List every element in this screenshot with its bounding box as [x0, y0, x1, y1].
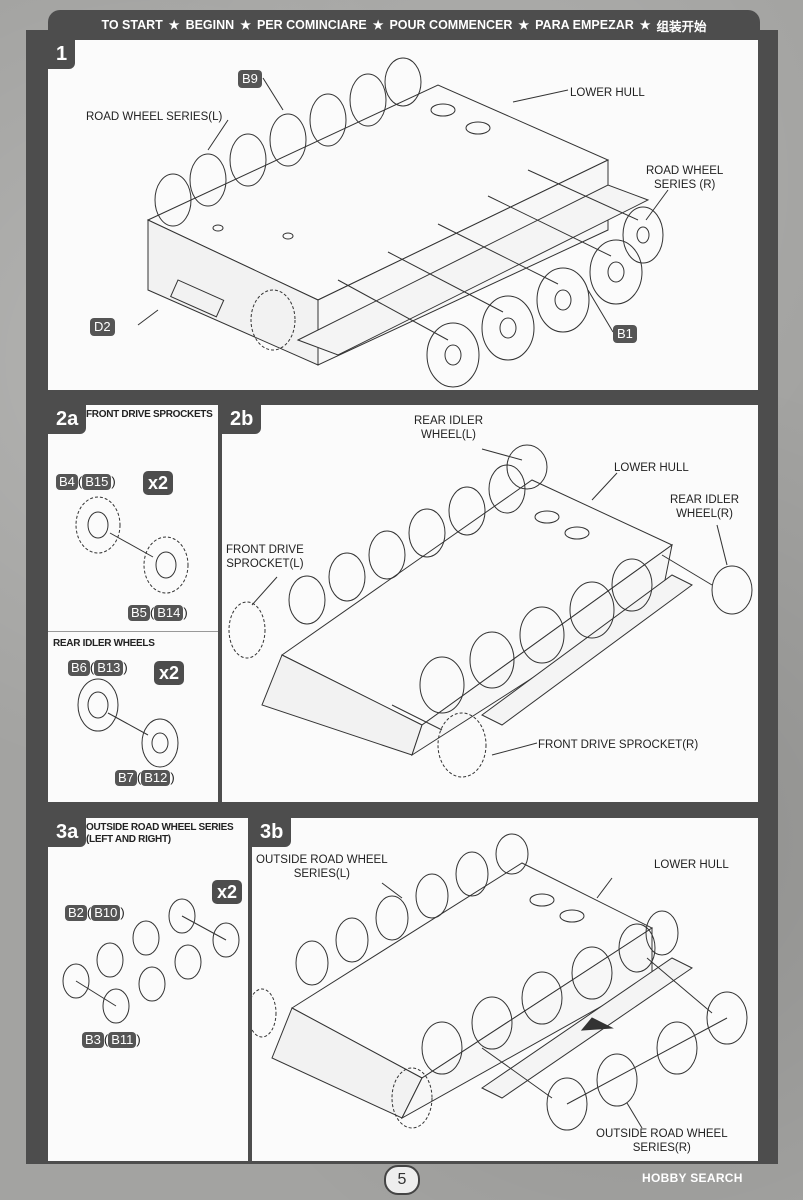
quantity-badge: x2 [143, 471, 174, 495]
step-number: 3b [252, 818, 292, 847]
part-pair-b6-b13: B6(B13) [68, 659, 128, 677]
part-pair-b4-b15: B4(B15) [56, 473, 116, 491]
label-lower-hull: LOWER HULL [570, 87, 645, 99]
step-number: 3a [48, 818, 87, 847]
part-b10: B10 [91, 905, 121, 921]
part-b5: B5 [128, 605, 150, 621]
part-pair-b7-b12: B7(B12) [115, 769, 175, 787]
star-icon: ★ [240, 18, 251, 32]
part-label-b9: B9 [238, 70, 262, 88]
hull-diagram-step1 [137, 57, 669, 388]
label-outside-road-wheel-series-l: OUTSIDE ROAD WHEEL SERIES(L) [256, 854, 388, 880]
sprocket-diagram [75, 496, 189, 768]
star-icon: ★ [518, 18, 530, 32]
header-bar: TO START ★ BEGINN ★ PER COMINCIARE ★ POUR C… [48, 10, 760, 40]
part-pair-b3-b11: B3(B11) [82, 1031, 141, 1049]
quantity-badge: x2 [212, 880, 243, 904]
step2a-panel: 2a FRONT DRIVE SPROCKETS B4(B15) x2 B5(B… [48, 405, 218, 802]
step-number: 1 [48, 40, 76, 69]
header-item: PARA EMPEZAR [535, 18, 634, 32]
header-item: 组装开始 [656, 19, 707, 34]
label-lower-hull: LOWER HULL [614, 462, 689, 474]
part-b7: B7 [115, 770, 137, 786]
part-b3: B3 [82, 1032, 104, 1048]
part-label-d2: D2 [90, 318, 115, 336]
part-b4: B4 [56, 474, 78, 490]
star-icon: ★ [168, 18, 180, 32]
label-lower-hull: LOWER HULL [654, 859, 729, 871]
label-front-drive-sprocket-l: FRONT DRIVE SPROCKET(L) [226, 544, 304, 570]
label-front-drive-sprocket-r: FRONT DRIVE SPROCKET(R) [538, 739, 699, 751]
label-road-wheel-series-l: ROAD WHEEL SERIES(L) [86, 111, 223, 123]
step1-panel: 1 [48, 40, 758, 390]
star-icon: ★ [372, 18, 384, 32]
header-item: TO START [101, 18, 163, 32]
rear-idler-wheels-title: REAR IDLER WHEELS [53, 638, 155, 649]
hull-diagram-step3b [252, 833, 748, 1131]
step-number: 2b [222, 405, 262, 434]
hull-diagram-step2b [228, 444, 753, 778]
step3a-panel: 3a OUTSIDE ROAD WHEEL SERIES (LEFT AND R… [48, 818, 248, 1161]
quantity-badge: x2 [154, 661, 185, 685]
part-b14: B14 [154, 605, 184, 621]
part-b15: B15 [82, 474, 112, 490]
part-b11: B11 [108, 1032, 137, 1048]
step-number: 2a [48, 405, 87, 434]
label-road-wheel-series-r: ROAD WHEEL SERIES (R) [646, 165, 724, 191]
part-b13: B13 [94, 660, 124, 676]
part-pair-b5-b14: B5(B14) [128, 604, 188, 622]
part-label-b1: B1 [613, 325, 637, 343]
step3b-panel: 3b OUTSIDE ROAD WHEEL SERIES [252, 818, 758, 1161]
road-wheel-diagram [62, 898, 240, 1024]
header-item: POUR COMMENCER [389, 18, 513, 32]
part-b6: B6 [68, 660, 90, 676]
step2b-panel: 2b [222, 405, 758, 802]
part-b2: B2 [65, 905, 87, 921]
divider [48, 631, 218, 632]
outside-road-wheel-series-title: OUTSIDE ROAD WHEEL SERIES (LEFT AND RIGH… [86, 822, 234, 845]
credit-watermark: HOBBY SEARCH [642, 1171, 743, 1185]
label-outside-road-wheel-series-r: OUTSIDE ROAD WHEEL SERIES(R) [596, 1128, 728, 1154]
header-item: BEGINN [185, 18, 235, 32]
label-rear-idler-wheel-r: REAR IDLER WHEEL(R) [670, 494, 740, 520]
part-pair-b2-b10: B2(B10) [65, 904, 125, 922]
part-b12: B12 [141, 770, 171, 786]
star-icon: ★ [639, 18, 651, 32]
header-item: PER COMINCIARE [256, 18, 367, 32]
page-number: 5 [384, 1165, 420, 1195]
label-rear-idler-wheel-l: REAR IDLER WHEEL(L) [414, 415, 484, 441]
front-drive-sprockets-title: FRONT DRIVE SPROCKETS [86, 409, 213, 420]
